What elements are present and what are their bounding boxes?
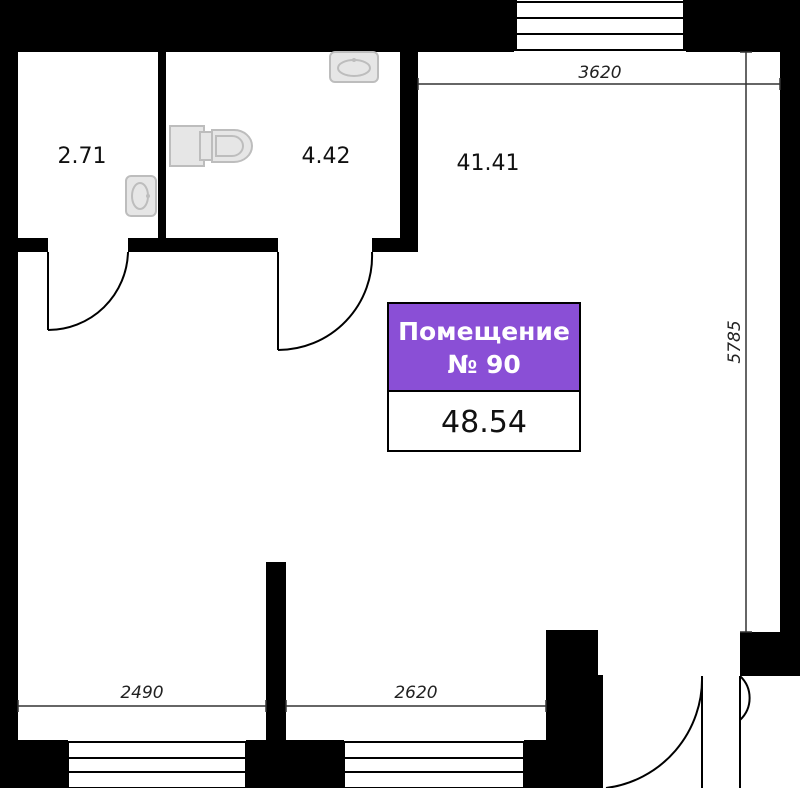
label-title-line1: Помещение [398, 317, 570, 346]
dimension-lines [17, 51, 781, 712]
window-bottom-left [67, 741, 247, 788]
door-room-4-42 [277, 251, 374, 352]
premises-label: Помещение № 90 48.54 [387, 302, 581, 452]
doors [47, 251, 751, 788]
door-room-2-71 [47, 251, 129, 331]
label-title-line2: № 90 [447, 350, 521, 379]
window-top [505, 0, 695, 51]
window-bottom-right [597, 675, 603, 788]
toilet-icon [169, 125, 253, 167]
window-bottom-middle [343, 741, 525, 788]
room-area-2-71: 2.71 [58, 144, 107, 169]
door-entrance [605, 675, 751, 788]
dim-top-width: 3620 [578, 63, 621, 83]
label-area-box [387, 390, 581, 452]
room-area-4-42: 4.42 [302, 144, 351, 169]
dim-bottom-left: 2490 [120, 683, 163, 703]
sink-icon [329, 51, 379, 83]
label-total-area: 48.54 [441, 405, 527, 440]
label-header-bg [387, 302, 581, 392]
windows [67, 0, 695, 788]
dim-right-height: 5785 [725, 320, 745, 363]
room-area-41-41: 41.41 [457, 151, 520, 176]
dim-bottom-right: 2620 [394, 683, 437, 703]
sink-small-icon [125, 175, 157, 217]
